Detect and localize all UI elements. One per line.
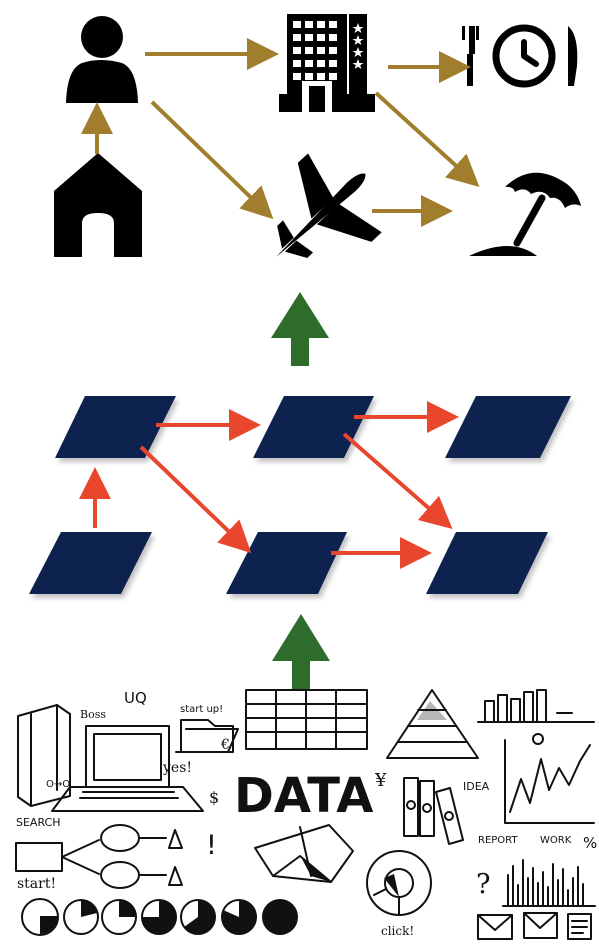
mail-doodle (477, 912, 592, 940)
person-to-airplane-arrow (150, 100, 274, 220)
graph-node (226, 532, 347, 594)
folder-icon (175, 719, 239, 753)
pyramid-icon (386, 689, 479, 759)
pie-doodle (254, 824, 354, 883)
data-title: DATA (234, 768, 373, 824)
line-chart-doodle (504, 733, 595, 824)
restaurant-icon (462, 24, 578, 88)
report-label: REPORT (478, 835, 518, 846)
click-label: click! (381, 924, 414, 938)
work-label: WORK (540, 835, 572, 846)
notebook-icon (17, 704, 71, 807)
donut-doodle (366, 850, 432, 916)
idea-label: IDEA (463, 780, 490, 793)
exclaim-label: ! (206, 830, 217, 861)
question-label: ? (476, 869, 490, 900)
graph-edge (342, 432, 453, 529)
histogram-doodle (502, 859, 596, 907)
bar-chart-doodle (477, 689, 595, 723)
search-label: SEARCH (16, 816, 61, 829)
search-flow-doodle (15, 824, 183, 889)
hotel-icon (279, 14, 375, 112)
graph-node (253, 396, 374, 458)
middle-graph-edges (79, 401, 459, 569)
beach-umbrella-icon (469, 172, 581, 256)
bottom-layer: DATA Boss start up! yes! € $ ¥ IDEA REPO… (15, 689, 597, 940)
layer-arrow-top (271, 292, 329, 366)
layer-arrow-bottom (272, 614, 330, 689)
startup-label: start up! (180, 704, 223, 715)
yen-label: ¥ (374, 770, 387, 791)
graph-node (55, 396, 176, 458)
graph-edge (139, 445, 252, 554)
percent-label: % (583, 834, 597, 852)
uq-label: UQ (124, 689, 147, 707)
top-arrows (81, 38, 480, 227)
top-layer (54, 14, 581, 259)
doodle-shading (40, 701, 447, 934)
middle-graph-nodes (29, 396, 571, 594)
boss-label: Boss (80, 708, 106, 721)
euro-label: € (220, 737, 230, 753)
graph-node (29, 532, 152, 594)
laptop-icon (51, 725, 204, 812)
binders-icon (403, 777, 464, 845)
start-label: start! (17, 876, 56, 892)
hotel-to-beach-arrow (374, 91, 480, 188)
doodle-texts: DATA Boss start up! yes! € $ ¥ IDEA REPO… (16, 689, 597, 938)
spreadsheet-icon (245, 689, 368, 750)
middle-layer (29, 396, 571, 594)
graph-node (426, 532, 548, 594)
airplane-icon (276, 153, 382, 259)
arrow-label: O→O (46, 779, 70, 790)
person-icon (66, 16, 138, 103)
home-icon (54, 153, 142, 257)
dollar-label: $ (209, 788, 219, 807)
graph-node (445, 396, 571, 458)
yes-label: yes! (162, 760, 192, 776)
